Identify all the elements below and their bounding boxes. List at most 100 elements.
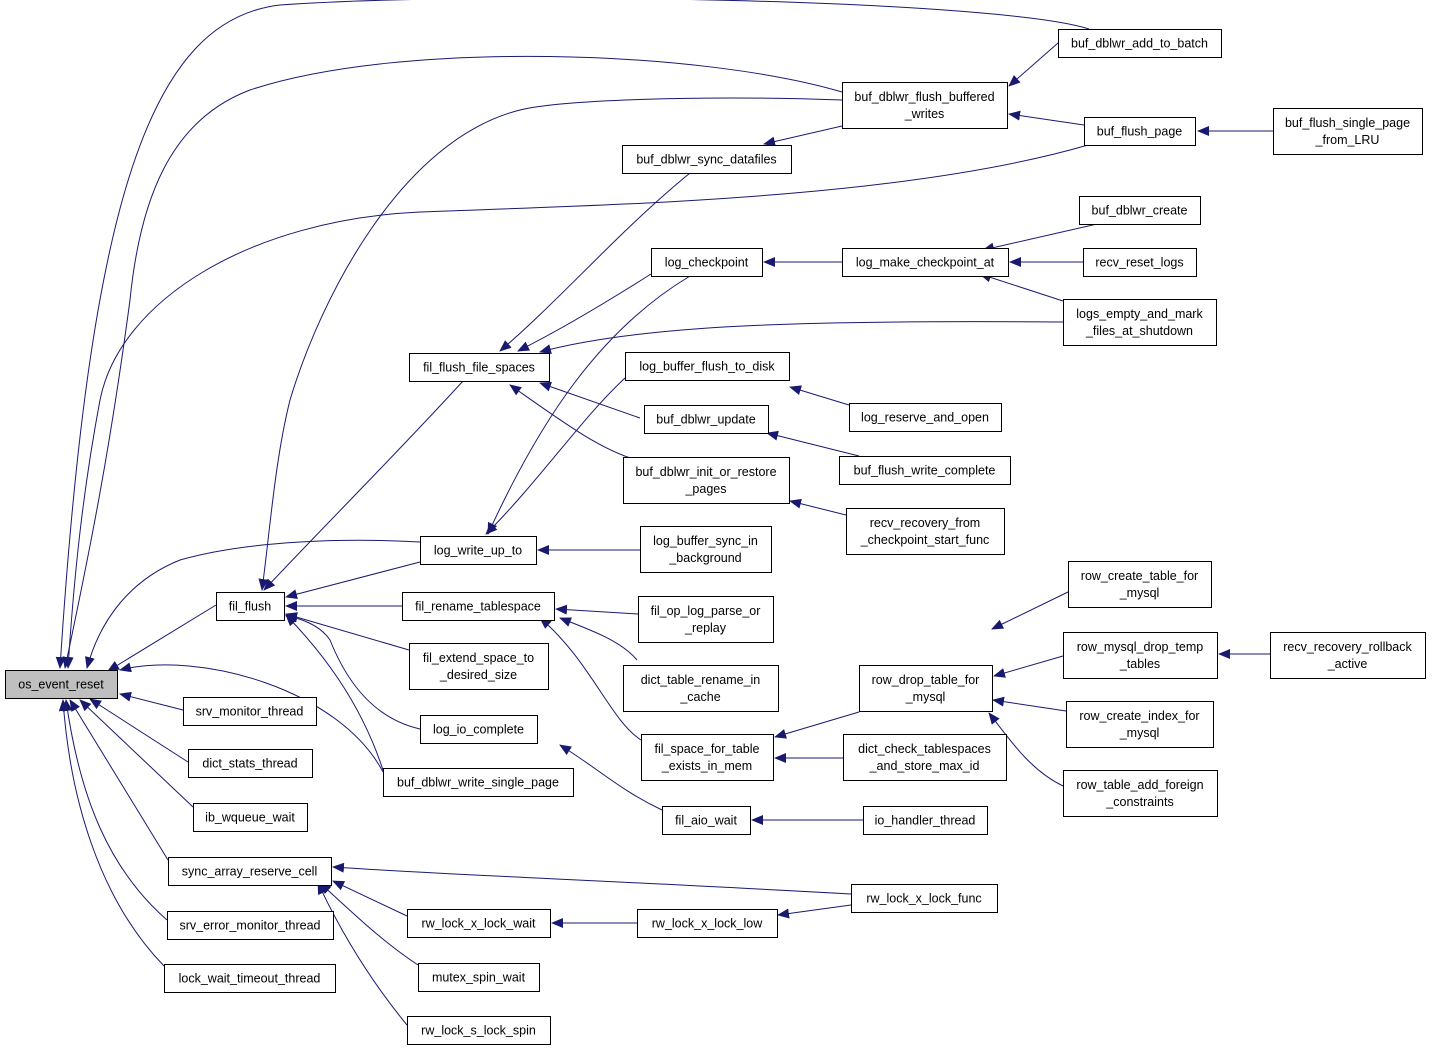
node-log-reserve-and-open[interactable]: log_reserve_and_open xyxy=(849,403,1002,432)
node-box xyxy=(168,857,332,886)
call-edge xyxy=(119,691,184,711)
node-box xyxy=(849,403,1002,432)
node-box xyxy=(409,643,549,690)
node-buf-dblwr-update[interactable]: buf_dblwr_update xyxy=(644,405,769,434)
node-box xyxy=(1079,196,1201,225)
nodes: os_event_reset buf_dblwr_add_to_batch buf_… xyxy=(5,29,1426,1045)
node-box xyxy=(623,457,790,504)
node-label: buf_dblwr_flush_buffered xyxy=(854,90,994,104)
call-edge xyxy=(79,699,194,808)
node-log-make-checkpoint-at[interactable]: log_make_checkpoint_at xyxy=(842,248,1009,277)
node-row-create-table-for-mysql[interactable]: row_create_table_for_mysql xyxy=(1068,561,1212,608)
call-edge xyxy=(285,614,384,771)
node-rw-lock-x-lock-low[interactable]: rw_lock_x_lock_low xyxy=(637,909,778,938)
node-io-handler-thread[interactable]: io_handler_thread xyxy=(863,806,988,835)
node-box xyxy=(638,596,774,643)
node-box xyxy=(846,508,1005,555)
node-dict-check-tablespaces-and-store-max-id[interactable]: dict_check_tablespaces_and_store_max_id xyxy=(843,734,1007,781)
call-edge xyxy=(107,604,217,672)
node-srv-error-monitor-thread[interactable]: srv_error_monitor_thread xyxy=(167,911,334,940)
node-ib-wqueue-wait[interactable]: ib_wqueue_wait xyxy=(193,803,308,832)
call-edge xyxy=(285,612,421,730)
node-label: srv_monitor_thread xyxy=(196,704,304,718)
node-lock-wait-timeout-thread[interactable]: lock_wait_timeout_thread xyxy=(164,964,336,993)
node-recv-recovery-rollback-active[interactable]: recv_recovery_rollback_active xyxy=(1270,632,1426,679)
node-buf-flush-write-complete[interactable]: buf_flush_write_complete xyxy=(839,456,1011,485)
node-buf-dblwr-init-or-restore-pages[interactable]: buf_dblwr_init_or_restore_pages xyxy=(623,457,790,504)
call-edge xyxy=(539,617,642,741)
node-fil-flush-file-spaces[interactable]: fil_flush_file_spaces xyxy=(409,353,550,382)
node-box xyxy=(1063,632,1218,679)
node-fil-space-for-table-exists-in-mem[interactable]: fil_space_for_table_exists_in_mem xyxy=(641,734,774,781)
node-row-table-add-foreign-constraints[interactable]: row_table_add_foreign_constraints xyxy=(1063,770,1218,817)
node-box xyxy=(193,803,308,832)
node-mutex-spin-wait[interactable]: mutex_spin_wait xyxy=(418,963,540,992)
node-box xyxy=(839,456,1011,485)
node-log-buffer-sync-in-background[interactable]: log_buffer_sync_in_background xyxy=(640,526,772,573)
node-buf-flush-page[interactable]: buf_flush_page xyxy=(1084,117,1196,146)
node-label: _exists_in_mem xyxy=(661,759,752,773)
node-dict-table-rename-in-cache[interactable]: dict_table_rename_in_cache xyxy=(623,665,779,712)
node-label: os_event_reset xyxy=(18,677,104,691)
node-label: log_make_checkpoint_at xyxy=(856,255,995,269)
node-label: _from_LRU xyxy=(1315,133,1380,147)
call-edge xyxy=(263,380,464,591)
node-label: dict_stats_thread xyxy=(202,756,297,770)
call-edge xyxy=(62,55,843,669)
node-box xyxy=(1083,248,1197,277)
node-row-drop-table-for-mysql[interactable]: row_drop_table_for_mysql xyxy=(859,665,993,712)
node-log-buffer-flush-to-disk[interactable]: log_buffer_flush_to_disk xyxy=(625,352,790,381)
node-label: row_create_index_for xyxy=(1079,709,1199,723)
node-buf-dblwr-write-single-page[interactable]: buf_dblwr_write_single_page xyxy=(383,768,574,797)
node-label: buf_dblwr_write_single_page xyxy=(397,775,559,789)
node-label: _writes xyxy=(904,107,945,121)
node-box xyxy=(1063,299,1217,346)
call-edge xyxy=(319,882,419,966)
node-rw-lock-x-lock-func[interactable]: rw_lock_x_lock_func xyxy=(851,884,998,913)
node-fil-op-log-parse-or-replay[interactable]: fil_op_log_parse_or_replay xyxy=(638,596,774,643)
node-dict-stats-thread[interactable]: dict_stats_thread xyxy=(188,749,313,778)
node-label: row_create_table_for xyxy=(1081,569,1198,583)
node-sync-array-reserve-cell[interactable]: sync_array_reserve_cell xyxy=(168,857,332,886)
node-fil-rename-tablespace[interactable]: fil_rename_tablespace xyxy=(402,592,555,621)
node-label: buf_dblwr_update xyxy=(656,412,755,426)
node-label: logs_empty_and_mark xyxy=(1076,307,1203,321)
node-fil-flush[interactable]: fil_flush xyxy=(216,592,285,621)
node-recv-reset-logs[interactable]: recv_reset_logs xyxy=(1083,248,1197,277)
node-buf-flush-single-page-from-lru[interactable]: buf_flush_single_page _from_LRU xyxy=(1273,108,1423,155)
node-buf-dblwr-create[interactable]: buf_dblwr_create xyxy=(1079,196,1201,225)
node-buf-dblwr-flush-buffered-writes[interactable]: buf_dblwr_flush_buffered _writes xyxy=(842,82,1008,129)
node-os-event-reset[interactable]: os_event_reset xyxy=(5,670,118,699)
node-box xyxy=(1270,632,1426,679)
node-row-mysql-drop-temp-tables[interactable]: row_mysql_drop_temp_tables xyxy=(1063,632,1218,679)
node-label: fil_aio_wait xyxy=(675,813,737,827)
node-rw-lock-s-lock-spin[interactable]: rw_lock_s_lock_spin xyxy=(407,1016,551,1045)
call-edge xyxy=(509,384,638,461)
call-edge xyxy=(485,377,626,535)
call-edge xyxy=(766,430,860,457)
node-label: _mysql xyxy=(905,690,946,704)
node-logs-empty-and-mark-files-at-shutdown[interactable]: logs_empty_and_mark_files_at_shutdown xyxy=(1063,299,1217,346)
node-buf-dblwr-add-to-batch[interactable]: buf_dblwr_add_to_batch xyxy=(1058,29,1222,58)
node-label: buf_flush_single_page xyxy=(1285,116,1410,130)
node-log-checkpoint[interactable]: log_checkpoint xyxy=(651,248,763,277)
call-edge xyxy=(789,498,847,516)
node-rw-lock-x-lock-wait[interactable]: rw_lock_x_lock_wait xyxy=(407,909,551,938)
node-log-write-up-to[interactable]: log_write_up_to xyxy=(420,536,537,565)
node-box xyxy=(1058,29,1222,58)
node-label: buf_flush_write_complete xyxy=(854,463,996,477)
node-box xyxy=(1273,108,1423,155)
node-label: buf_dblwr_create xyxy=(1092,203,1188,217)
node-label: log_buffer_sync_in xyxy=(653,534,758,548)
node-box xyxy=(662,806,751,835)
node-fil-extend-space-to-desired-size[interactable]: fil_extend_space_to_desired_size xyxy=(409,643,549,690)
node-buf-dblwr-sync-datafiles[interactable]: buf_dblwr_sync_datafiles xyxy=(622,145,792,174)
node-srv-monitor-thread[interactable]: srv_monitor_thread xyxy=(183,697,317,726)
call-edge xyxy=(993,655,1064,678)
node-log-io-complete[interactable]: log_io_complete xyxy=(420,715,538,744)
node-fil-aio-wait[interactable]: fil_aio_wait xyxy=(662,806,751,835)
node-row-create-index-for-mysql[interactable]: row_create_index_for_mysql xyxy=(1066,701,1214,748)
node-recv-recovery-from-checkpoint-start-func[interactable]: recv_recovery_from_checkpoint_start_func xyxy=(846,508,1005,555)
node-label: _desired_size xyxy=(439,668,517,682)
call-edge xyxy=(979,272,1064,302)
